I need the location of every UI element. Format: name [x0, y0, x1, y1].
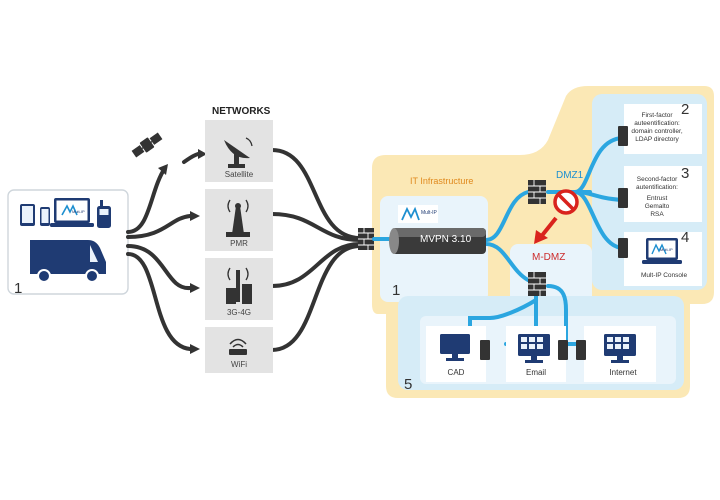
mvpn-logo-text: Mult-IP — [421, 210, 437, 216]
it-infrastructure-label: IT Infrastructure — [410, 176, 474, 186]
phone-icon — [40, 207, 50, 226]
mvpn-appliance — [389, 228, 486, 254]
console-laptop-icon — [642, 238, 682, 264]
server-card-3 — [624, 166, 702, 222]
server-2-line: First-factor — [641, 112, 673, 119]
server-3-line: RSA — [650, 211, 664, 218]
red-arrow-icon — [534, 216, 558, 244]
dmz1-firewall-icon — [528, 180, 546, 204]
console-logo: Mult-IP — [660, 247, 673, 252]
laptop-logo: Mult-IP — [72, 209, 85, 214]
devices-number: 1 — [14, 280, 23, 297]
server-tower-icon — [480, 340, 586, 360]
server-3-text: Second-factor autentification: Entrust G… — [630, 176, 684, 219]
server-3-number: 3 — [681, 165, 690, 182]
internal-number: 5 — [404, 376, 413, 393]
cell-tower-icon — [226, 267, 252, 304]
dmz1-label: DMZ1 — [556, 170, 584, 181]
mdmz-firewall-icon — [528, 272, 546, 296]
monitor-grid-icon — [604, 334, 636, 363]
internal-label-email: Email — [525, 368, 546, 377]
satellite-dish-icon — [224, 137, 253, 168]
internal-label-cad: CAD — [447, 368, 465, 377]
mvpn-zone-number: 1 — [392, 282, 401, 299]
internal-label-internet: Internet — [609, 368, 637, 377]
network-label-3g4g: 3G-4G — [226, 308, 251, 317]
wifi-router-icon — [229, 338, 247, 355]
monitor-icon — [440, 334, 470, 361]
server-2-line: domain controller, — [631, 128, 683, 135]
server-3-line: autentification: — [636, 184, 678, 191]
server-2-line: LDAP directory — [635, 136, 679, 143]
device-cables — [126, 148, 362, 352]
network-label-satellite: Satellite — [224, 170, 254, 179]
mdmz-label: M-DMZ — [532, 252, 566, 263]
laptop-icon — [50, 198, 94, 227]
radio-tower-icon — [226, 199, 250, 237]
server-tower-icon — [618, 126, 628, 258]
server-2-text: First-factor auteentification: domain co… — [630, 112, 684, 144]
mvpn-label: MVPN 3.10 — [420, 234, 472, 245]
server-3-line: Gemalto — [644, 203, 670, 210]
server-4-number: 4 — [681, 229, 690, 246]
server-3-line: Entrust — [646, 195, 668, 202]
arrowheads — [158, 149, 207, 354]
blocked-icon — [553, 189, 579, 215]
van-icon — [30, 240, 106, 283]
networks-heading: NETWORKS — [212, 106, 271, 117]
server-2-number: 2 — [681, 101, 690, 118]
mvpn-logo-icon — [398, 205, 438, 223]
handheld-radio-icon — [97, 200, 111, 228]
network-label-wifi: WiFi — [231, 360, 247, 369]
tablet-icon — [20, 204, 35, 226]
firewall-icon — [358, 228, 374, 250]
server-4-label: Mult-IP Console — [640, 272, 688, 279]
server-card-2 — [624, 104, 702, 154]
monitor-grid-icon — [518, 334, 550, 363]
server-3-line: Second-factor — [636, 176, 678, 183]
network-label-pmr: PMR — [230, 239, 248, 248]
server-2-line: auteentification: — [634, 120, 680, 127]
satellite-icon — [131, 132, 163, 158]
